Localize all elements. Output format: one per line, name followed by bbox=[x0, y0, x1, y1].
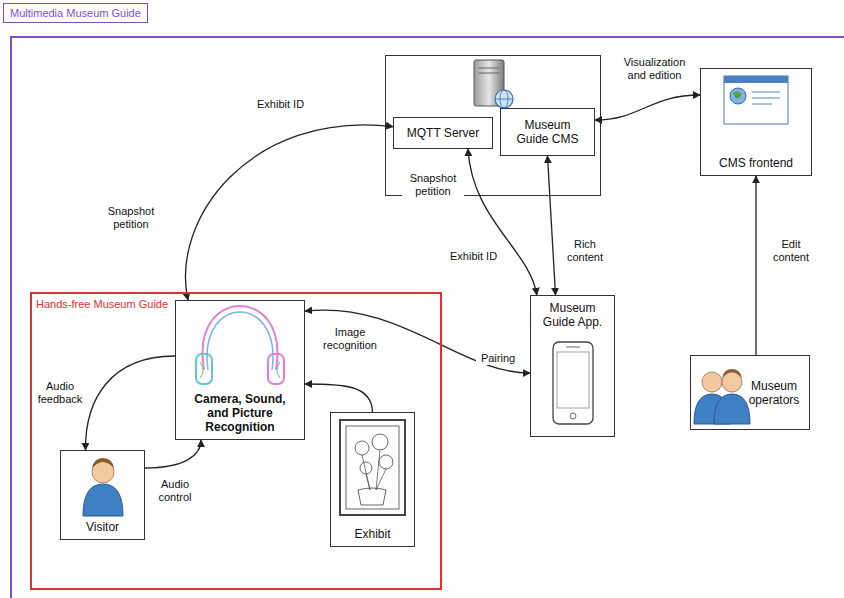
server-component: Museum Guide CMS bbox=[500, 108, 595, 156]
node-label: Museum Guide CMS bbox=[507, 118, 588, 146]
person-icon bbox=[83, 458, 123, 516]
node-label: Museum operators bbox=[745, 379, 803, 407]
server-box bbox=[386, 56, 601, 196]
node-label: Visitor bbox=[86, 520, 119, 534]
edge-label: Image recognition bbox=[318, 326, 382, 352]
painting-icon bbox=[340, 420, 405, 515]
node-label: Exhibit bbox=[354, 527, 390, 541]
connector-arrow bbox=[468, 149, 537, 295]
edge-label: Pairing bbox=[476, 352, 520, 365]
connector-arrow bbox=[755, 176, 756, 355]
system-frame: Multimedia Museum GuideMQTT ServerMuseum… bbox=[10, 36, 844, 598]
exhibit-box: Exhibit bbox=[330, 412, 415, 547]
connector-arrow bbox=[548, 156, 556, 295]
server-icon bbox=[474, 60, 513, 108]
subsystem-region: Hands-free Museum GuideCamera, Sound, an… bbox=[30, 292, 442, 590]
message-label: Exhibit ID bbox=[448, 250, 499, 263]
browser-icon bbox=[724, 76, 788, 124]
phone-icon bbox=[553, 342, 593, 424]
connector-arrow bbox=[85, 356, 175, 450]
node-label: CMS frontend bbox=[719, 156, 793, 170]
message-label: Exhibit ID bbox=[255, 98, 306, 111]
actor-box: Museum operators bbox=[690, 355, 810, 430]
headphones-icon bbox=[196, 306, 284, 384]
edge-label: Snapshot petition bbox=[402, 172, 464, 198]
connector-arrow bbox=[145, 440, 201, 468]
people-icon bbox=[694, 369, 750, 424]
node-label: Museum Guide App. bbox=[537, 301, 608, 329]
device-box: Camera, Sound, and Picture Recognition bbox=[175, 300, 305, 440]
edge-label: Audio feedback bbox=[35, 380, 85, 406]
edge-label: Rich content bbox=[561, 238, 609, 264]
diagram-title: Multimedia Museum Guide bbox=[3, 3, 148, 23]
edge-label: Audio control bbox=[150, 478, 200, 504]
edge-label: Snapshot petition bbox=[100, 205, 162, 231]
connector-arrow bbox=[305, 310, 530, 373]
region-heading: Hands-free Museum Guide bbox=[36, 297, 168, 311]
connector-arrow bbox=[595, 95, 700, 120]
node-label: MQTT Server bbox=[407, 126, 479, 140]
actor-box: Visitor bbox=[60, 450, 145, 540]
connector-arrow bbox=[305, 384, 373, 412]
edge-label: Edit content bbox=[768, 238, 814, 264]
node-label: Camera, Sound, and Picture Recognition bbox=[182, 392, 298, 434]
connector-arrow bbox=[185, 125, 393, 300]
app-box: Museum Guide App. bbox=[530, 295, 615, 437]
client-box: CMS frontend bbox=[700, 68, 812, 176]
server-component: MQTT Server bbox=[393, 117, 493, 149]
edge-label: Visualization and edition bbox=[612, 56, 697, 82]
